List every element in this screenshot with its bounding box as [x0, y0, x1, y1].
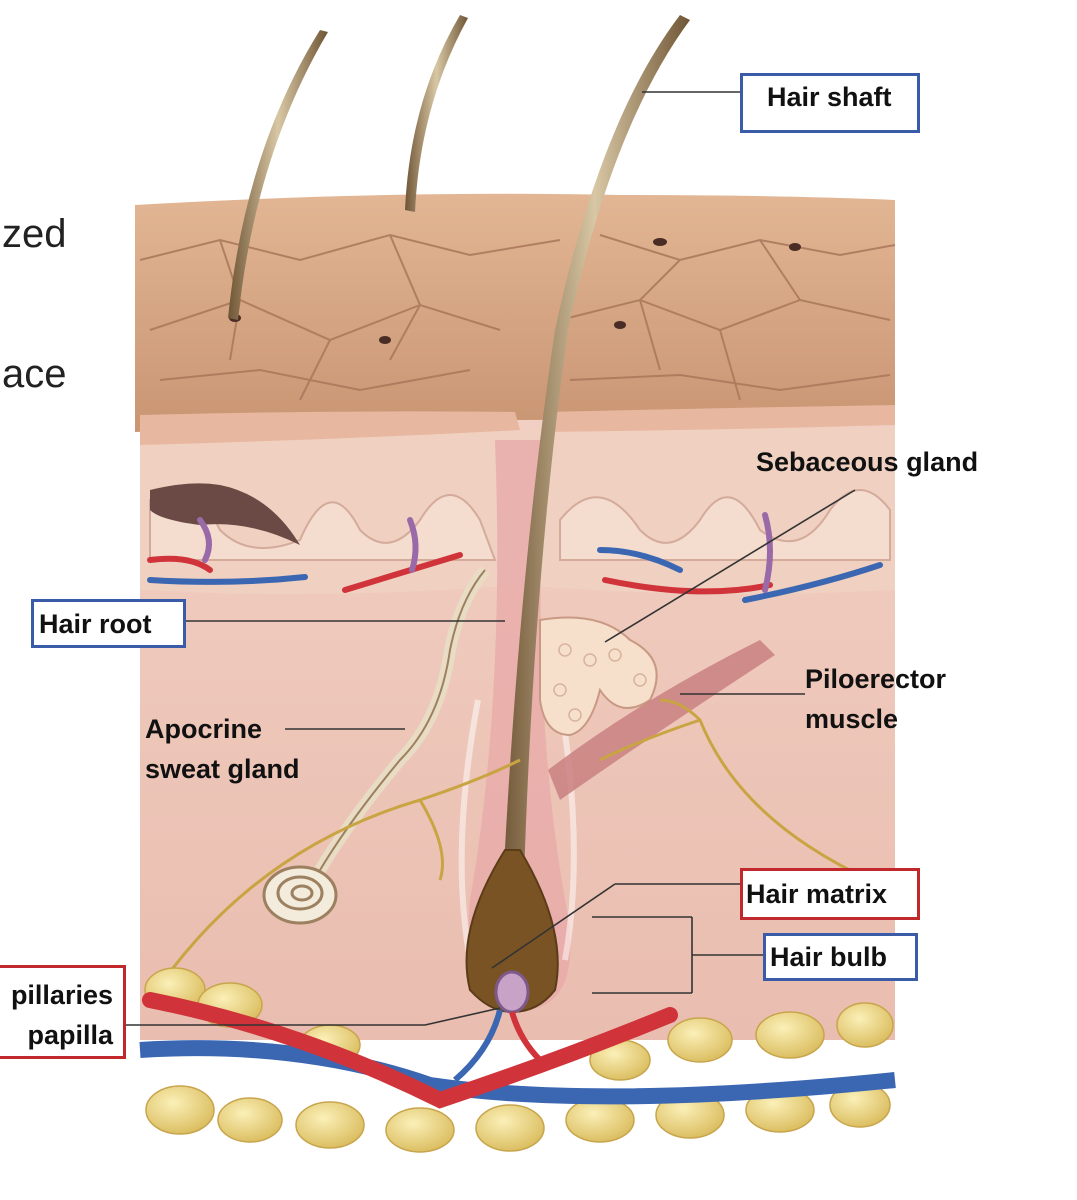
sebaceous-gland-shape	[539, 616, 658, 737]
piloerector-label-line1: Piloerector	[805, 664, 947, 694]
sebaceous-gland-label: Sebaceous gland	[756, 447, 979, 477]
hair-strand-left	[228, 30, 328, 320]
cropped-text-2: ace	[2, 352, 67, 396]
deep-vein	[139, 1040, 896, 1105]
subcutaneous-fat	[144, 967, 894, 1153]
hair-root-text: Hair root	[39, 609, 152, 639]
hair-matrix-text: Hair matrix	[746, 879, 888, 909]
apocrine-gland-coil	[262, 865, 338, 925]
superficial-vessels	[147, 512, 883, 603]
skin-fold	[150, 483, 300, 545]
capillaries-text-line1: pillaries	[10, 980, 113, 1010]
hair-matrix-label: Hair matrix	[740, 868, 920, 920]
hair-root-label: Hair root	[31, 599, 186, 648]
hair-bulb-label: Hair bulb	[763, 933, 918, 981]
hair-bulb-text: Hair bulb	[770, 942, 888, 972]
dermal-papilla-shape	[494, 970, 530, 1014]
cropped-text-1: zed	[2, 212, 67, 256]
hair-strand-middle	[405, 15, 468, 212]
nerve-fibers	[148, 698, 871, 1001]
epidermis-edge	[140, 411, 520, 445]
piloerector-label-line2: muscle	[805, 704, 899, 734]
hair-shaft-text: Hair shaft	[767, 82, 892, 112]
hair-shaft-label: Hair shaft	[740, 73, 920, 133]
piloerector-muscle-shape	[548, 640, 775, 800]
capillaries-papilla-label: pillaries papilla	[0, 965, 126, 1059]
apocrine-label-line1: Apocrine	[145, 714, 263, 744]
apocrine-label-line2: sweat gland	[145, 754, 300, 784]
deep-artery	[142, 992, 678, 1109]
leader-lines	[125, 91, 856, 1026]
capillaries-text-line2: papilla	[27, 1020, 113, 1050]
